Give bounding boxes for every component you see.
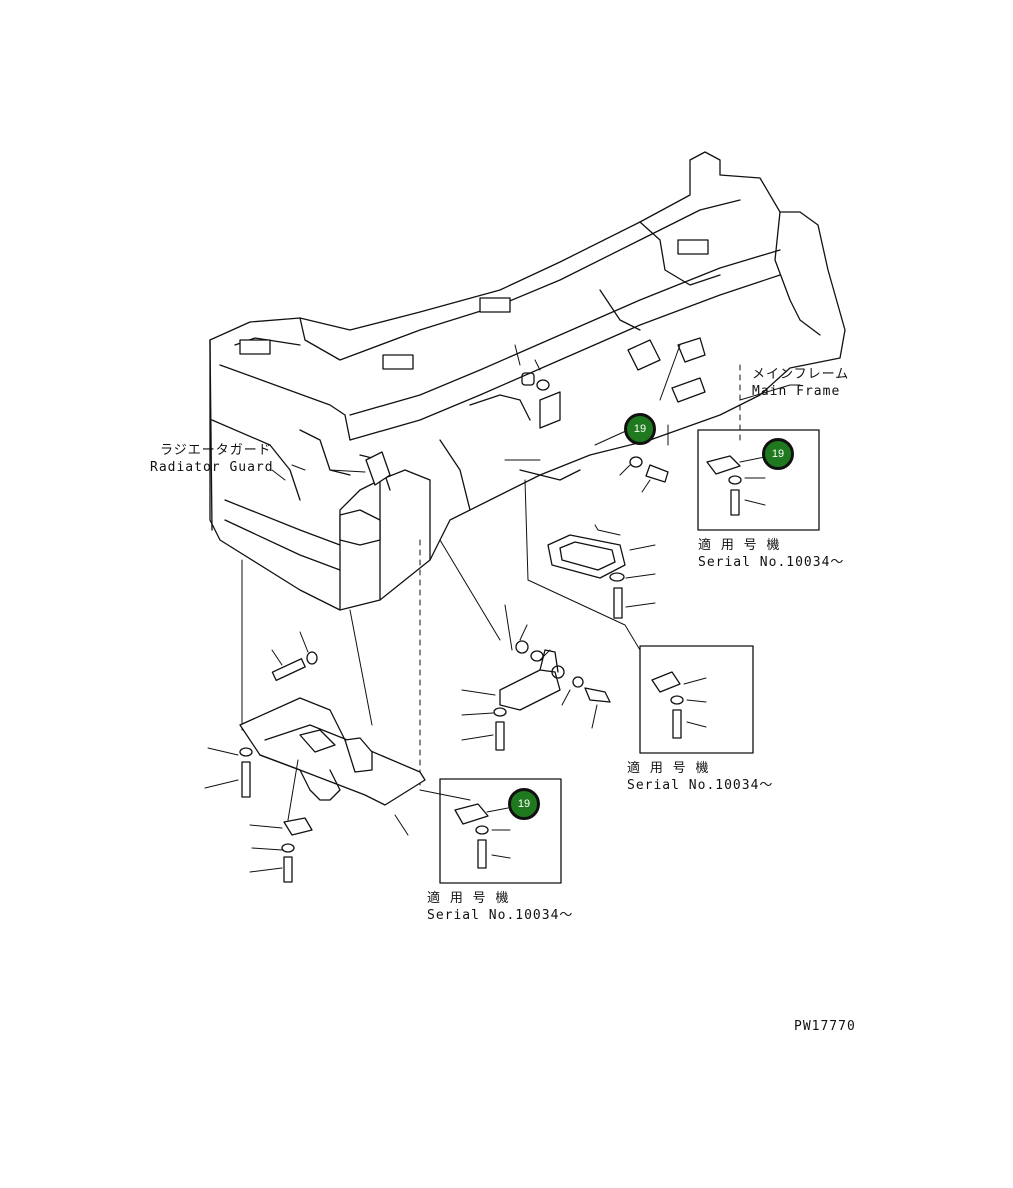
- serial-label-en-1: Serial No.10034～: [698, 555, 845, 570]
- drawing-id: PW17770: [794, 1019, 856, 1034]
- lower-guard-bracket: [204, 631, 426, 883]
- mid-bracket: [461, 604, 611, 751]
- frame-hardware: [291, 337, 706, 493]
- main-frame-outline: [209, 151, 846, 611]
- serial-label-jp-3: 適 用 号 機: [427, 891, 510, 906]
- callout-19-frame[interactable]: 19: [624, 413, 656, 445]
- inset-box-upper-right: [697, 429, 820, 531]
- inset-box-lower-center: [439, 778, 562, 884]
- main-frame-label-jp: メインフレーム: [752, 367, 850, 382]
- inset-box-middle-right: [639, 645, 754, 754]
- serial-label-en-3: Serial No.10034～: [427, 908, 574, 923]
- main-frame-label-en: Main Frame: [752, 384, 841, 399]
- callout-19-inset-lower[interactable]: 19: [508, 788, 540, 820]
- serial-label-jp-2: 適 用 号 機: [627, 761, 710, 776]
- inspection-cover: [547, 524, 656, 619]
- serial-label-jp-1: 適 用 号 機: [698, 538, 781, 553]
- leader-lines: [241, 364, 801, 801]
- radiator-guard-label-jp: ラジエータガード: [160, 443, 272, 458]
- radiator-guard-label-en: Radiator Guard: [150, 460, 274, 475]
- serial-label-en-2: Serial No.10034～: [627, 778, 774, 793]
- callout-19-inset-upper[interactable]: 19: [762, 438, 794, 470]
